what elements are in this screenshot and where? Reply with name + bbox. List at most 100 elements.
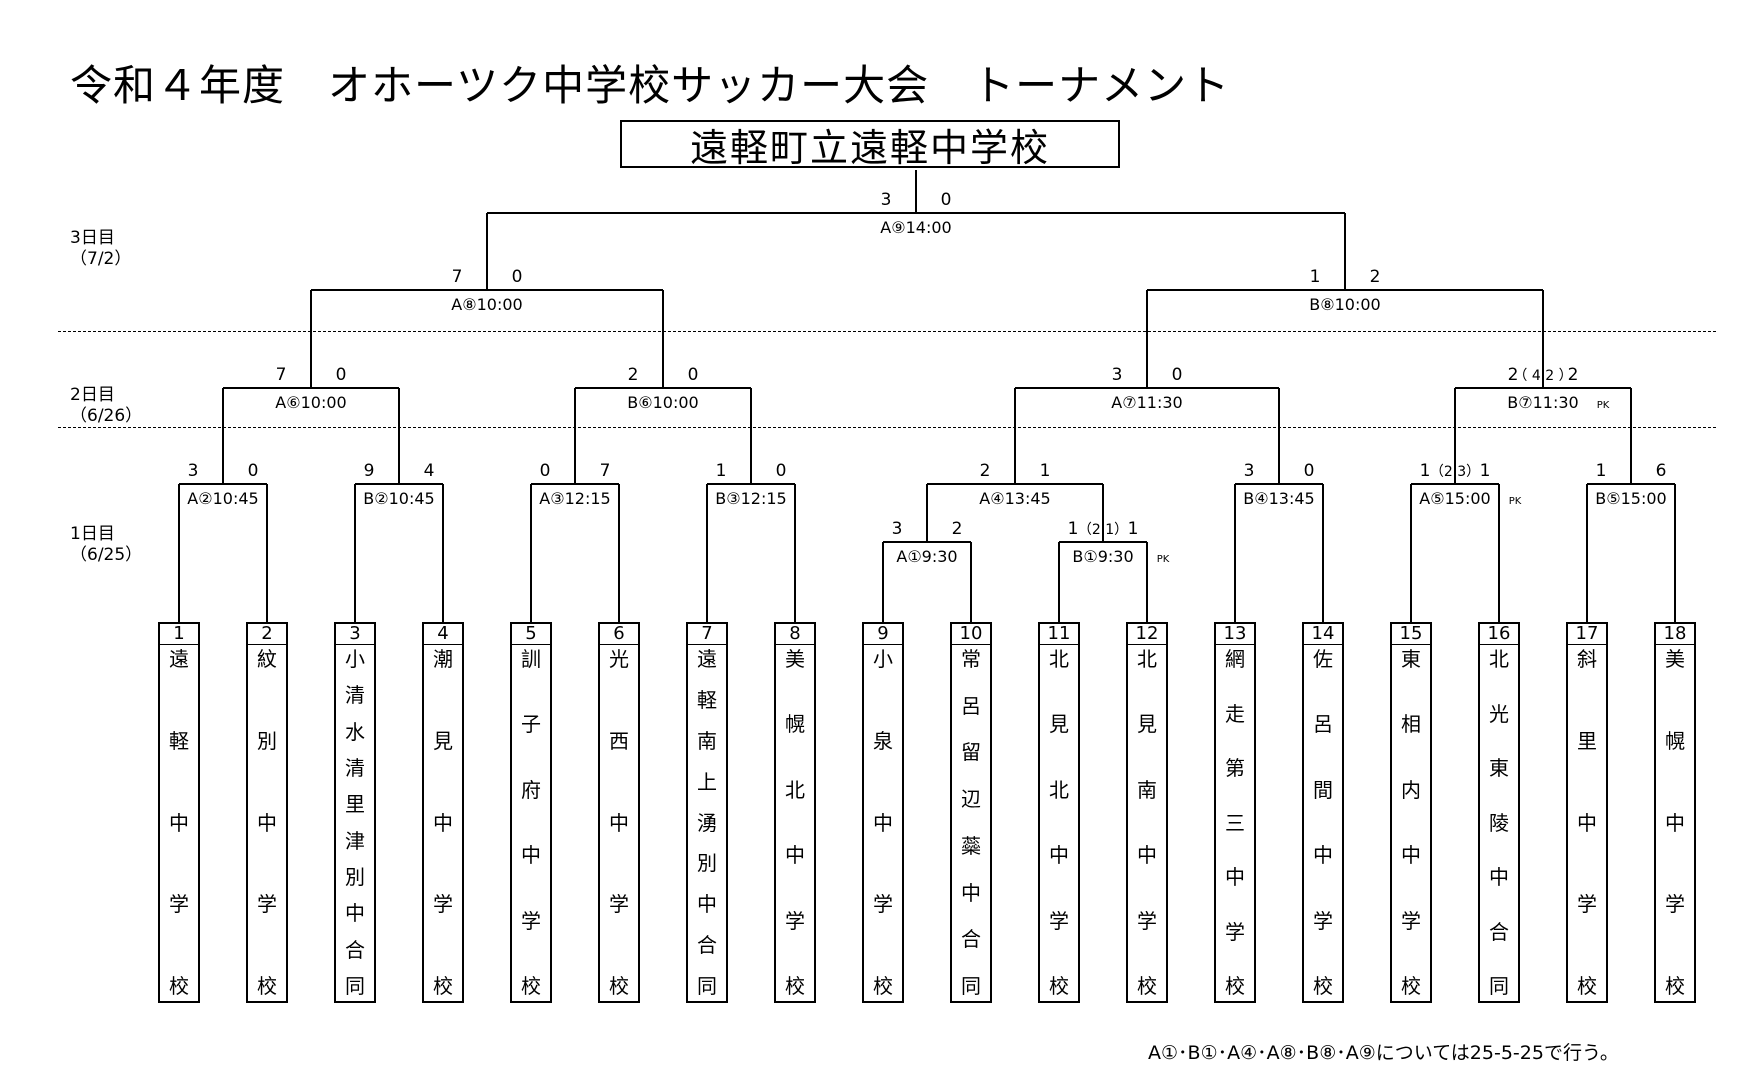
team-name-char: 校 — [609, 974, 629, 998]
score-right: 7 — [600, 461, 611, 481]
day-2-name: 2日目 — [70, 385, 115, 405]
team-name-char: 学 — [1401, 908, 1421, 933]
team-name-char: 校 — [433, 974, 453, 998]
team-name-char: 同 — [697, 974, 717, 998]
team-name-char: 校 — [1225, 974, 1245, 998]
page-title: 令和４年度 オホーツク中学校サッカー大会 トーナメント — [70, 61, 1231, 110]
day-3-date: （7/2） — [70, 249, 132, 269]
team-name: 佐呂間中学校 — [1304, 648, 1342, 997]
team-name-char: 中 — [609, 810, 629, 835]
score-right: 4 — [424, 461, 435, 481]
team-name-char: 学 — [169, 892, 189, 917]
team-name-char: 校 — [257, 974, 277, 998]
match-label: A②10:45 — [187, 489, 258, 508]
team-number: 14 — [1304, 624, 1342, 645]
team-name-char: 陵 — [1489, 810, 1509, 835]
team-name-char: 中 — [521, 843, 541, 868]
pk-label: PK — [1157, 554, 1170, 565]
team-name-char: 呂 — [961, 693, 981, 718]
team-name-char: 光 — [609, 647, 629, 671]
match-label: A⑨14:00 — [880, 218, 951, 237]
team-name-char: 湧 — [697, 810, 717, 835]
score-right: 2 — [1568, 365, 1579, 385]
score-left: 1 — [716, 461, 727, 481]
team-name-char: 校 — [1665, 974, 1685, 998]
match-label: B④13:45 — [1243, 489, 1314, 508]
team-name-char: 見 — [433, 728, 453, 753]
team-name-char: 北 — [1489, 647, 1509, 671]
score-left: 3 — [188, 461, 199, 481]
team-number: 15 — [1392, 624, 1430, 645]
team-name-char: 学 — [873, 892, 893, 917]
team-name-char: 学 — [1313, 908, 1333, 933]
day-1-date: （6/25） — [70, 545, 143, 565]
team-name-char: 中 — [1489, 865, 1509, 889]
team-name-char: 合 — [697, 933, 717, 958]
match-label: A③12:15 — [539, 489, 610, 508]
team-name-char: 相 — [1401, 712, 1421, 737]
match-label: B⑧10:00 — [1309, 295, 1380, 314]
team-name-char: 学 — [433, 892, 453, 917]
team-name-char: 軽 — [169, 728, 189, 753]
team-name-char: 幌 — [785, 712, 805, 737]
score-right: 0 — [941, 190, 952, 210]
team-name-char: 遠 — [697, 647, 717, 671]
team-name-char: 斜 — [1577, 647, 1597, 671]
match-label: A⑤15:00 — [1419, 489, 1490, 508]
team-name-char: 美 — [785, 647, 805, 671]
team-number: 10 — [952, 624, 990, 645]
team-name-char: 上 — [697, 769, 717, 794]
match-label: A⑦11:30 — [1111, 393, 1182, 412]
team-name-char: 幌 — [1665, 728, 1685, 753]
team-name-char: 別 — [345, 864, 365, 889]
team-name-char: 潮 — [433, 647, 453, 671]
day-divider — [58, 331, 1716, 332]
score-left: 1 — [1068, 519, 1079, 539]
team-name: 遠軽南上湧別中合同 — [688, 648, 726, 997]
team-name: 訓子府中学校 — [512, 648, 550, 997]
match-label: B⑥10:00 — [627, 393, 698, 412]
team-name-char: 校 — [1313, 973, 1333, 998]
team-name-char: 合 — [961, 927, 981, 952]
team-name-char: 内 — [1401, 777, 1421, 802]
score-right: 0 — [776, 461, 787, 481]
team-name: 光西中学校 — [600, 648, 638, 997]
team-number: 17 — [1568, 624, 1606, 645]
team-name-char: 里 — [1577, 728, 1597, 753]
team-name-char: 北 — [1049, 777, 1069, 802]
team-name-char: 学 — [1577, 892, 1597, 917]
match-label: A⑧10:00 — [451, 295, 522, 314]
team-name-char: 学 — [1049, 908, 1069, 933]
score-left: 7 — [276, 365, 287, 385]
team-name-char: 中 — [697, 892, 717, 917]
team-name-char: 南 — [697, 728, 717, 753]
team-name-char: 北 — [1049, 647, 1069, 671]
team-name-char: 中 — [257, 810, 277, 835]
team-name-char: 三 — [1225, 810, 1245, 835]
pk-label: PK — [1597, 400, 1610, 411]
match-label: B③12:15 — [715, 489, 786, 508]
day-1-name: 1日目 — [70, 524, 115, 544]
team-number: 8 — [776, 624, 814, 645]
team-name-char: 常 — [961, 647, 981, 671]
team-name-char: 辺 — [961, 787, 981, 812]
team-name-char: 紋 — [257, 647, 277, 671]
team-number: 3 — [336, 624, 374, 645]
team-name-char: 見 — [1049, 712, 1069, 737]
team-number: 9 — [864, 624, 902, 645]
team-number: 16 — [1480, 624, 1518, 645]
team-name-char: 中 — [1401, 843, 1421, 868]
score-right: 1 — [1128, 519, 1139, 539]
team-name-char: 校 — [1401, 973, 1421, 998]
team-name-char: 東 — [1489, 756, 1509, 780]
score-right: 1 — [1040, 461, 1051, 481]
team-name-char: 学 — [1225, 919, 1245, 944]
team-name-char: 遠 — [169, 647, 189, 671]
